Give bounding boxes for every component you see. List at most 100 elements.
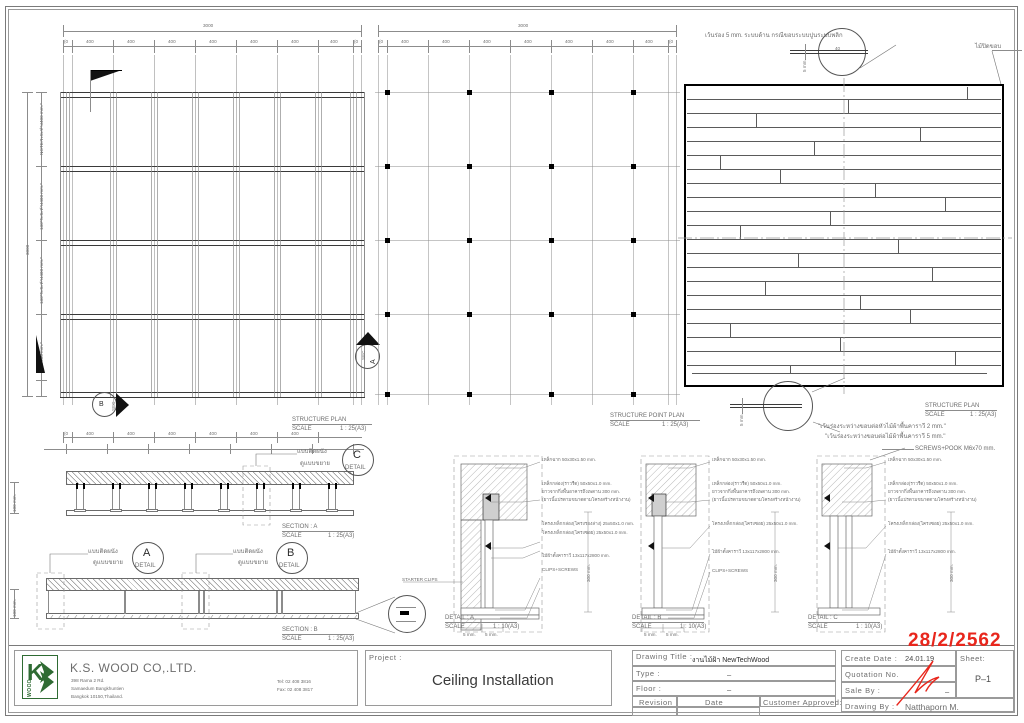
revision-value-cell[interactable]: [632, 707, 677, 716]
section-b: 100 mm. A DETAIL แบบติดผนัง ดูแบบขยาย B …: [0, 537, 430, 642]
fixing-point: [385, 312, 390, 317]
ceiling-plan: เว้นร่อง 5 mm. ระบบด้าน กรณีขอบระบบปูนระ…: [670, 0, 1024, 470]
section-marker-word: SEC: [361, 350, 366, 360]
plan-bay-dim-lower: 400: [291, 431, 299, 436]
detail-c: เหล็กฉาก 50x30x1.50 mm. เหล็กกล่อง(ราวรื…: [808, 452, 1008, 642]
detail-callout-a-letter: A: [143, 547, 151, 559]
detail-a-label: DETAIL : A: [445, 615, 475, 621]
plan-bay-dim-lower: 400: [127, 431, 135, 436]
section-marker-word: SEC: [111, 401, 116, 411]
plan-bay-dim: 400: [168, 39, 176, 44]
detail-a-note: เหล็กฉาก 50x30x1.50 mm.: [542, 457, 596, 462]
detail-c-note: เหล็กฉาก 50x30x1.50 mm.: [888, 457, 942, 462]
date-header-cell: [677, 696, 760, 707]
detail-callout-b-letter: B: [287, 547, 295, 559]
section-a-scale-value: 1 : 25(A3): [328, 533, 355, 539]
fixing-point: [549, 312, 554, 317]
point-plan-bay-dim: 400: [645, 39, 653, 44]
detail-b-note: ไม้ฝ้าตั้งคาราวี 13x117x2800 mm.: [712, 549, 780, 554]
plan-bay-dim-lower: 400: [168, 431, 176, 436]
detail-bubble-bottom: [763, 381, 813, 431]
detail-b-side-dim: 300 mm.: [773, 564, 778, 582]
point-plan-bay-dim: (0: [379, 39, 384, 44]
fixing-point: [631, 392, 636, 397]
detail-callout-b[interactable]: [276, 542, 308, 574]
bottom-note-leaders: [811, 377, 906, 461]
detail-c-note: (ยาวนี้แปรตามขนาดตามโครงสร้างหน้างาน): [888, 497, 977, 502]
detail-c-note: ยาวจากกึ่งพื้นอาคารถึงเพดาน 300 mm.: [888, 489, 967, 494]
edge-note-leader: [859, 44, 1003, 89]
section-b-slab: [46, 578, 359, 591]
company-tel: Tel: 02 408 3816: [277, 679, 311, 684]
sheet-border-outer: [5, 6, 1018, 716]
detail-b-scale-label: SCALE: [632, 624, 652, 630]
ceiling-bottom-note-2: ''เว้นร่องระหว่างขอบต่อไม้ผ้าพื้นคาราวี …: [825, 434, 946, 440]
detail-a-note: ไม้ฝ้าตั้งคาราวี 13x117x2800 mm.: [542, 553, 610, 558]
detail-callout-c[interactable]: [342, 444, 374, 476]
section-marker-letter: B: [99, 401, 104, 408]
detail-a-side-dim: 300 mm.: [586, 564, 591, 582]
detail-c-scale-label: SCALE: [808, 624, 828, 630]
detail-a-scale-value: 1 : 10(A3): [493, 624, 520, 630]
detail-b-note: เหล็กกล่อง(ราวรืด) 50x50x1.0 mm.: [712, 481, 782, 486]
date-value-cell[interactable]: [677, 707, 760, 716]
company-address-2: Samaedum Bangkhuntien: [71, 686, 124, 691]
drawing-title-label: Drawing Title :: [636, 652, 693, 661]
drawing-by-value: Natthaporn M.: [905, 702, 959, 712]
section-b-magnifier: [388, 595, 426, 633]
detail-c-scale-value: 1 : 10(A3): [856, 624, 883, 630]
type-cell: [632, 666, 836, 681]
fixing-point: [549, 90, 554, 95]
detail-c-note: เหล็กกล่อง(ราวรืด) 50x50x1.0 mm.: [888, 481, 958, 486]
section-b-callout-b-note-2: ดูแบบขยาย: [238, 560, 268, 566]
detail-b-note: CLIPS+SCREWS: [712, 568, 749, 573]
detail-b-note: (ยาวนี้แปรตามขนาดตามโครงสร้างหน้างาน): [712, 497, 801, 502]
section-b-label: SECTION : B: [282, 627, 318, 633]
detail-a: เหล็กฉาก 50x30x1.50 mm. เหล็กกล่อง(ราวรื…: [402, 452, 635, 642]
plan-bay-dim: 400: [86, 39, 94, 44]
fixing-point: [385, 90, 390, 95]
logo-wood-text: WOOD: [27, 678, 33, 697]
create-date-value: 24.01.19: [905, 654, 935, 663]
floor-label: Floor :: [636, 684, 662, 693]
fixing-point: [385, 392, 390, 397]
structure-plan-label: STRUCTURE PLAN: [292, 417, 347, 423]
detail-b-bottom-dim: 5 mm.: [644, 632, 657, 637]
plan-vertical-note: NOTE:ระยะห่าง400 mm.'': [39, 103, 44, 155]
detail-bubble-top: [818, 28, 866, 76]
company-address-3: Bangkok 10150,Thailand.: [71, 694, 124, 699]
fixing-point: [467, 90, 472, 95]
section-a-scale-label: SCALE: [282, 533, 302, 539]
plan-bay-dim: (0: [64, 39, 69, 44]
plan-bay-dim: 400: [127, 39, 135, 44]
detail-c-label: DETAIL : C: [808, 615, 838, 621]
fixing-point: [549, 238, 554, 243]
customer-approved-cell: [760, 696, 836, 707]
create-date-label: Create Date :: [845, 654, 898, 663]
section-a: 100 mm. C DETAIL แบบติดผนัง ดูแบบขยาย SE…: [0, 440, 420, 540]
sale-by-label: Sale By :: [845, 686, 881, 695]
sheet-cell: [956, 650, 1014, 698]
detail-callout-c-word: DETAIL: [345, 465, 366, 471]
drawing-by-cell: [841, 698, 1014, 712]
detail-b-note: เหล็กฉาก 50x30x1.50 mm.: [712, 457, 766, 462]
detail-callout-a[interactable]: [132, 542, 164, 574]
point-plan-bay-dim: 400: [442, 39, 450, 44]
drawing-title-cell: [632, 650, 836, 666]
customer-approved-label: Customer Approved:: [763, 698, 843, 707]
structure-plan-scale-label: SCALE: [292, 426, 312, 432]
section-a-callout-note-2: ดูแบบขยาย: [300, 461, 330, 467]
screw-note: SCREWS+POOK M6x70 mm.: [915, 446, 996, 452]
detail-a-left-note: STARTER CLIPS: [402, 577, 438, 582]
company-panel: [14, 650, 358, 706]
structure-point-plan: 3000 (0 400 400 400 400 400 400 400 (0: [370, 0, 700, 440]
detail-b-note: ยาวจากกึ่งพื้นอาคารถึงเพดาน 300 mm.: [712, 489, 791, 494]
company-name: K.S. WOOD CO,.LTD.: [70, 661, 197, 675]
detail-b-scale-value: 1 : 10(A3): [680, 624, 707, 630]
detail-c-note: ไม้ฝ้าตั้งคาราวี 13x117x2800 mm.: [888, 549, 956, 554]
fixing-point: [549, 392, 554, 397]
section-a-slab: [66, 471, 354, 485]
sheet-value: P–1: [975, 674, 992, 684]
detail-callout-a-word: DETAIL: [135, 563, 156, 569]
